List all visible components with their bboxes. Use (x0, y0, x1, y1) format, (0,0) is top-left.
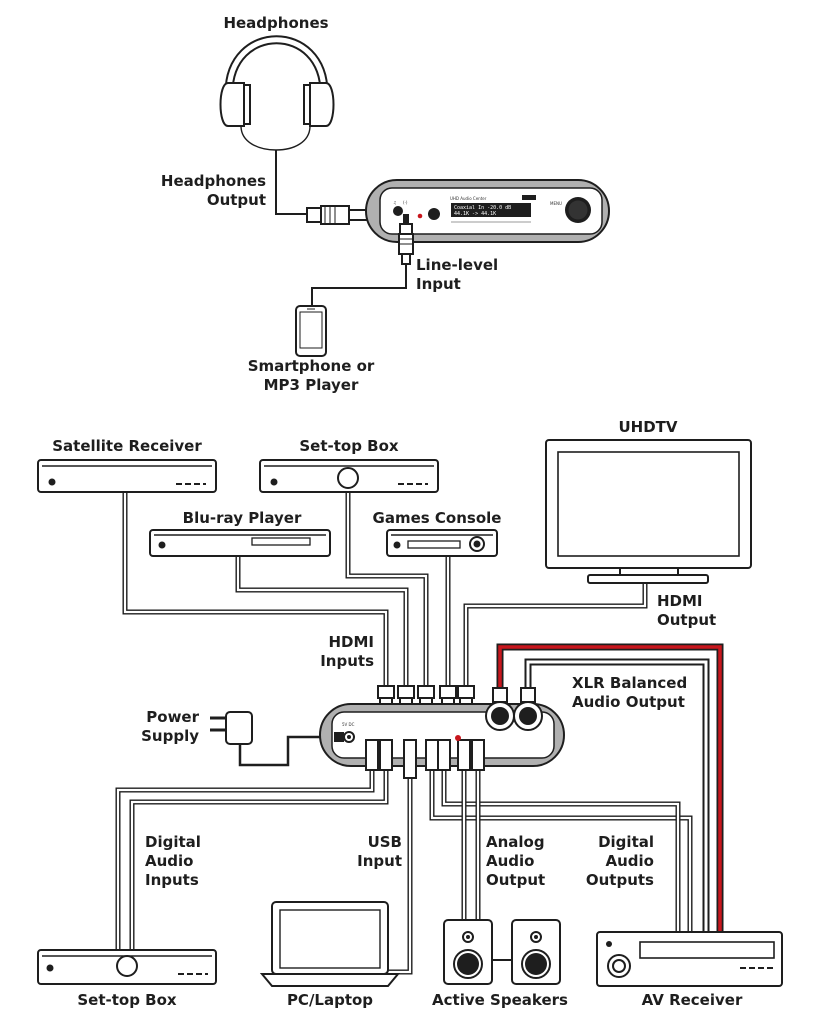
audio-center-front-panel: ♫ (·) UHD Audio Center Coaxial In -20.0 … (365, 179, 610, 243)
digital-inputs-label-3: Inputs (145, 871, 199, 889)
smartphone-icon (295, 305, 327, 357)
games-console-label: Games Console (373, 509, 502, 527)
power-supply-label-2: Supply (141, 727, 199, 745)
analog-output-label-3: Output (486, 871, 545, 889)
line-level-label-2: Input (416, 275, 461, 293)
active-speakers-label: Active Speakers (432, 991, 568, 1009)
games-console-icon (386, 529, 498, 557)
smartphone-label-2: MP3 Player (264, 376, 359, 394)
lcd-line-2: 44.1K -> 44.1K (454, 211, 496, 217)
digital-inputs-label-1: Digital (145, 833, 201, 851)
xlr-cables (496, 643, 724, 935)
digital-output-cables (429, 770, 693, 935)
headphone-plug-icon (306, 205, 393, 225)
hdmi-output-label-2: Output (657, 611, 716, 629)
svg-text:5V DC: 5V DC (342, 722, 355, 727)
line-level-label-1: Line-level (416, 256, 498, 274)
bluray-player-icon (149, 529, 331, 557)
av-receiver-icon (596, 931, 783, 987)
analog-output-label-1: Analog (486, 833, 545, 851)
line-level-plug-icon (311, 214, 414, 306)
usb-cable (382, 778, 413, 975)
audio-center-back-panel: 5V DC (319, 685, 565, 779)
power-supply-label-1: Power (146, 708, 199, 726)
uhdtv-icon (545, 439, 752, 584)
satellite-receiver-icon (37, 459, 217, 493)
av-receiver-label: AV Receiver (642, 991, 743, 1009)
settop-box-bottom-label: Set-top Box (77, 991, 177, 1009)
svg-text:(·): (·) (403, 200, 408, 205)
digital-outputs-label-2: Audio (606, 852, 654, 870)
svg-text:MENU: MENU (550, 201, 562, 206)
hdmi-inputs-label-2: Inputs (320, 652, 374, 670)
lcd-line-1: Coaxial In -20.0 dB (454, 205, 511, 211)
smartphone-label-1: Smartphone or (248, 357, 375, 375)
settop-box-bottom-icon (37, 949, 217, 985)
headphones-output-label-2: Output (207, 191, 266, 209)
active-speakers-icon (443, 919, 561, 985)
satellite-receiver-label: Satellite Receiver (52, 437, 202, 455)
digital-inputs-label-2: Audio (145, 852, 193, 870)
analog-cables (461, 770, 481, 920)
uhdtv-label: UHDTV (618, 418, 677, 436)
usb-input-label-1: USB (368, 833, 402, 851)
xlr-label-1: XLR Balanced (572, 674, 687, 692)
digital-input-cables (115, 770, 389, 950)
laptop-icon (259, 901, 401, 987)
usb-input-label-2: Input (357, 852, 402, 870)
hdmi-output-label-1: HDMI (657, 592, 703, 610)
analog-output-label-2: Audio (486, 852, 534, 870)
hdmi-inputs-label-1: HDMI (328, 633, 374, 651)
pc-laptop-label: PC/Laptop (287, 991, 373, 1009)
headphones-icon (219, 35, 335, 215)
xlr-label-2: Audio Output (572, 693, 685, 711)
xlr-connectors (485, 687, 543, 731)
bottom-plugs (365, 735, 485, 779)
hdmi-cables (122, 492, 648, 690)
bluray-label: Blu-ray Player (183, 509, 302, 527)
digital-outputs-label-1: Digital (598, 833, 654, 851)
power-adapter-icon (210, 711, 344, 745)
digital-outputs-label-3: Outputs (586, 871, 654, 889)
headphones-label: Headphones (223, 14, 328, 32)
model-name: UHD Audio Center (450, 196, 487, 201)
settop-box-top-icon (259, 459, 439, 493)
settop-box-top-label: Set-top Box (299, 437, 399, 455)
power-cable (238, 735, 340, 767)
headphones-output-label-1: Headphones (161, 172, 266, 190)
svg-text:♫: ♫ (393, 200, 397, 205)
